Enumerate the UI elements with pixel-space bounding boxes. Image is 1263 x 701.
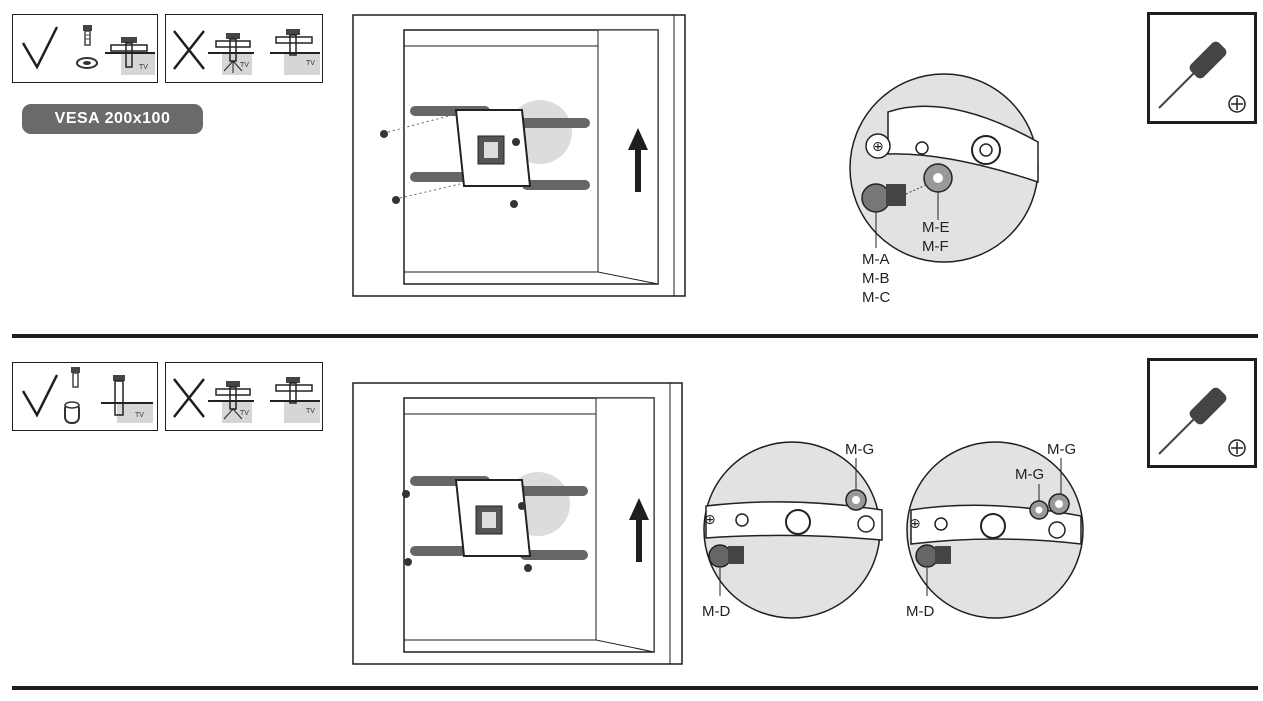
check-icon [21,26,59,70]
detail-callout-1: ⊕ [849,73,1039,263]
over-tightened-screw-icon: TV [208,33,254,75]
cross-icon [173,30,205,70]
mount-bracket [410,106,590,190]
screw-icon [861,183,906,213]
tool-box-2 [1147,358,1257,468]
detail-callout-2-left: ⊕ [703,441,883,619]
label-m-g-b: M-G [1047,441,1077,458]
screw-icon [71,367,80,388]
cross-icon [173,378,205,418]
tv-mark: TV [139,64,148,71]
over-tightened-screw-icon: TV [208,381,254,423]
screw-icon [915,544,951,568]
correct-hardware-illustration: TV [21,25,155,75]
mounted-screw-icon: TV [101,375,153,423]
svg-text:⊕: ⊕ [872,138,884,154]
label-m-g-a: M-G [1015,466,1045,483]
label-m-d: M-D [702,603,731,620]
wrong-hardware-box: TV TV [165,14,323,83]
section-divider [12,334,1258,338]
mounted-screw-icon: TV [105,37,155,75]
svg-text:TV: TV [306,60,315,67]
label-m-a: M-A [862,251,890,268]
correct-hardware-illustration: TV [21,367,153,424]
svg-text:⊕: ⊕ [704,511,716,527]
spacer-icon [845,489,867,511]
section-divider [12,686,1258,690]
mount-bracket [410,476,588,560]
up-arrow-icon [628,128,648,192]
washer-icon [923,163,953,193]
svg-text:TV: TV [306,408,315,415]
label-m-f: M-F [922,238,949,255]
screw-icon [83,25,92,46]
correct-hardware-box: TV [12,362,158,431]
screw-icons [402,490,532,572]
wrong-hardware-illustration: TV TV [173,29,320,75]
label-m-b: M-B [862,270,890,287]
wrong-hardware-illustration: TV TV [173,377,320,423]
loose-screw-icon: TV [270,29,320,75]
phillips-screwdriver-icon [1158,387,1246,457]
phillips-screwdriver-icon [1158,41,1246,113]
screw-icons [380,130,520,208]
svg-text:TV: TV [240,62,249,69]
spacer-icon [64,401,80,424]
label-m-d: M-D [906,603,935,620]
wrong-hardware-box: TV TV [165,362,323,431]
correct-hardware-box: TV [12,14,158,83]
label-m-g: M-G [845,441,875,458]
spacer-icon [1029,493,1070,520]
svg-text:TV: TV [240,410,249,417]
screw-icon [708,544,744,568]
loose-screw-icon: TV [270,377,320,423]
svg-text:⊕: ⊕ [909,515,921,531]
tool-box-1 [1147,12,1257,124]
label-m-e: M-E [922,219,950,236]
tv-mount-diagram-2 [352,382,683,665]
label-m-c: M-C [862,289,891,306]
check-icon [21,374,59,418]
up-arrow-icon [629,498,649,562]
tv-mount-diagram-1 [352,14,686,297]
detail-callout-2-right: ⊕ [906,441,1084,619]
vesa-size-badge: VESA 200x100 [22,104,203,134]
svg-text:TV: TV [135,412,144,419]
washer-icon [76,57,98,69]
